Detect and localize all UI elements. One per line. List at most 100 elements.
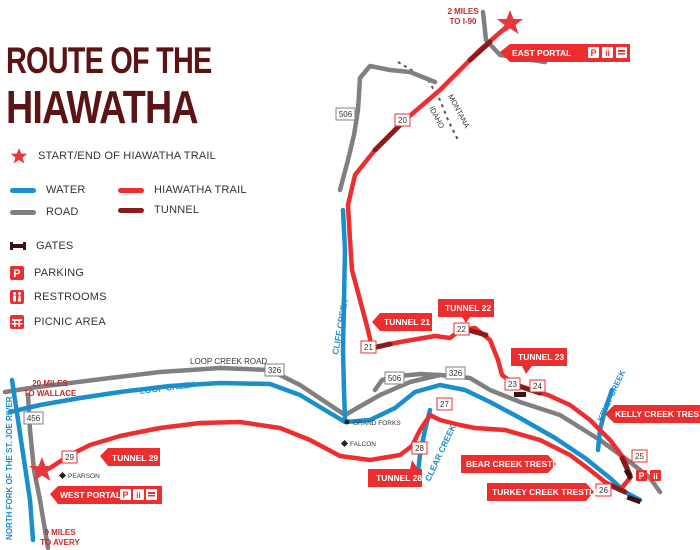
parking-icon: P	[120, 489, 131, 500]
restroom-icon	[10, 290, 24, 304]
svg-text:21: 21	[364, 343, 373, 352]
to-wallace-label-2: TO WALLACE	[24, 389, 77, 398]
tunnel-23-sign: TUNNEL 23	[511, 348, 567, 374]
trail-end-icons: P ii	[636, 470, 661, 481]
parking-icon: P	[636, 470, 647, 481]
restroom-icon: ii	[602, 47, 613, 58]
road-box-326-west: 326	[264, 363, 285, 377]
to-avery-label-1: 9 MILES	[44, 528, 76, 537]
pearson-label: PEARSON	[68, 473, 100, 480]
falcon-label: FALCON	[350, 441, 376, 448]
svg-text:TUNNEL 28: TUNNEL 28	[376, 473, 422, 483]
road-506	[337, 63, 438, 193]
svg-text:P: P	[13, 268, 21, 280]
road-box-506-north: 506	[335, 107, 356, 121]
tunnel-box-23: 23	[504, 377, 521, 391]
svg-text:TUNNEL 29: TUNNEL 29	[112, 453, 158, 463]
tunnel-26-segment	[609, 483, 628, 495]
legend-start-end-label: START/END OF HIAWATHA TRAIL	[38, 150, 216, 162]
legend-gates: GATES	[10, 240, 73, 252]
west-portal-sign: WEST PORTAL P ii	[50, 486, 162, 504]
water-st-joe	[9, 377, 36, 543]
title-line-2: HIAWATHA	[6, 81, 199, 133]
road-number-boxes: 506 506 326 326 456	[23, 107, 466, 425]
legend-parking-label: PARKING	[34, 267, 85, 279]
legend-trail: HIAWATHA TRAIL	[118, 184, 247, 196]
svg-text:TUNNEL 23: TUNNEL 23	[518, 352, 564, 362]
star-icon	[497, 10, 523, 34]
svg-text:22: 22	[457, 325, 466, 334]
star-icon	[10, 148, 28, 164]
svg-text:326: 326	[449, 369, 463, 378]
bear-creek-trestle-sign: BEAR CREEK TRESTLE	[461, 455, 564, 473]
tunnel-box-21: 21	[360, 340, 377, 354]
svg-text:27: 27	[440, 400, 449, 409]
road-box-506-south: 506	[384, 371, 405, 385]
tunnel-box-28: 28	[411, 441, 428, 455]
legend-picnic: PICNIC AREA	[10, 315, 106, 329]
idaho-label: IDAHO	[427, 105, 446, 130]
tunnel-box-22: 22	[453, 322, 470, 336]
road-main-south	[342, 372, 663, 495]
svg-text:TUNNEL 21: TUNNEL 21	[384, 317, 430, 327]
tunnel-box-27: 27	[436, 397, 453, 411]
grand-forks-label: GRAND FORKS	[353, 420, 401, 427]
road-box-326-east: 326	[445, 366, 466, 380]
svg-text:KELLY CREEK TRESTLE: KELLY CREEK TRESTLE	[615, 409, 700, 419]
svg-text:ii: ii	[136, 491, 140, 500]
restroom-icon: ii	[133, 489, 144, 500]
svg-text:24: 24	[533, 382, 542, 391]
legend-start-end: START/END OF HIAWATHA TRAIL	[10, 147, 216, 165]
gate-icon	[10, 242, 26, 250]
svg-text:25: 25	[635, 452, 644, 461]
svg-text:28: 28	[415, 444, 424, 453]
legend-water: WATER	[10, 184, 86, 196]
water-swatch	[10, 187, 36, 193]
svg-text:P: P	[590, 48, 596, 58]
town-dot-grand-forks	[344, 419, 350, 425]
tunnel-swatch	[118, 207, 144, 213]
legend-road: ROAD	[10, 206, 79, 218]
svg-text:P: P	[638, 471, 644, 481]
tunnel-22-segment	[465, 327, 489, 338]
picnic-icon	[146, 489, 157, 500]
water-kelly-creek	[595, 387, 615, 453]
legend-road-label: ROAD	[46, 206, 79, 218]
tunnel-box-26: 26	[595, 483, 612, 497]
svg-text:EAST PORTAL: EAST PORTAL	[512, 48, 571, 58]
picnic-icon	[616, 47, 627, 58]
svg-text:23: 23	[508, 380, 517, 389]
svg-text:WEST PORTAL: WEST PORTAL	[60, 490, 121, 500]
to-avery-label-2: TO AVERY	[40, 538, 80, 547]
east-portal-sign: EAST PORTAL P ii	[500, 44, 630, 62]
legend-restrooms: RESTROOMS	[10, 290, 107, 304]
svg-text:P: P	[122, 490, 128, 500]
picnic-icon	[10, 315, 24, 329]
parking-icon: P	[588, 47, 599, 58]
tunnel-box-24: 24	[529, 379, 546, 393]
road-swatch	[10, 209, 36, 215]
tunnel-box-25: 25	[631, 449, 648, 463]
tunnel-number-boxes: 20 21 22 23 24 25 26 27 28 29	[61, 113, 648, 497]
road-loop-creek	[2, 365, 348, 418]
gate-icon	[623, 468, 634, 480]
tunnel-22-sign: TUNNEL 22	[438, 299, 494, 323]
to-i90-label-2: TO I-90	[450, 17, 478, 26]
to-wallace-label-1: 20 MILES	[32, 379, 68, 388]
tunnel-21-sign: TUNNEL 21	[372, 313, 432, 331]
parking-icon: P	[10, 266, 24, 280]
trail-upper	[345, 19, 515, 351]
tunnel-box-29: 29	[61, 450, 78, 464]
signs: EAST PORTAL P ii TUNNEL 21 TUNNEL 22 TUN…	[50, 44, 700, 504]
legend-water-label: WATER	[46, 184, 86, 196]
water-loop-creek	[7, 380, 643, 503]
restroom-icon: ii	[650, 470, 661, 481]
svg-text:TURKEY CREEK TRESTLE: TURKEY CREEK TRESTLE	[492, 487, 600, 497]
gate-icon	[626, 494, 642, 505]
town-dot-pearson	[58, 471, 67, 480]
svg-text:ii: ii	[605, 49, 609, 58]
svg-text:506: 506	[339, 110, 353, 119]
legend-tunnel-label: TUNNEL	[154, 204, 200, 216]
svg-text:326: 326	[268, 366, 282, 375]
